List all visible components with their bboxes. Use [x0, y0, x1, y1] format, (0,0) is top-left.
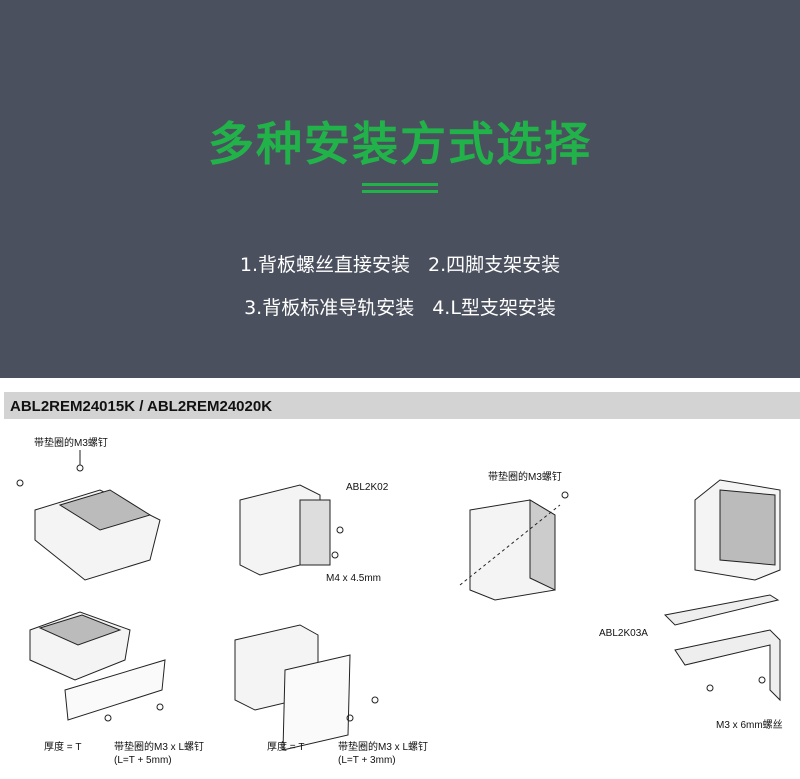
method-item: 4.L型支架安装	[432, 297, 556, 319]
diagram-back-plate-1	[29, 611, 166, 722]
diagram-back-plate-2	[234, 624, 379, 751]
section-header: ABL2REM24015K / ABL2REM24020K	[4, 392, 800, 419]
label-formula-2: (L=T + 3mm)	[338, 755, 396, 766]
method-item: 2.四脚支架安装	[428, 254, 561, 276]
label-screw-length-2: 带垫圈的M3 x L螺钉	[338, 742, 429, 753]
diagram-din-rail	[459, 491, 569, 601]
banner: 多种安装方式选择 1.背板螺丝直接安装 2.四脚支架安装 3.背板标准导轨安装 4.…	[0, 0, 800, 378]
diagram-four-foot	[239, 484, 344, 576]
label-thickness-1: 厚度 = T	[44, 742, 82, 753]
method-item: 3.背板标准导轨安装	[244, 297, 415, 319]
label-screw-length-1: 带垫圈的M3 x L螺钉	[114, 742, 205, 753]
method-item: 1.背板螺丝直接安装	[239, 254, 410, 276]
methods-row-1: 1.背板螺丝直接安装 2.四脚支架安装	[0, 250, 800, 277]
label-abl2k02: ABL2K02	[346, 482, 389, 493]
label-m4: M4 x 4.5mm	[326, 573, 382, 584]
diagram-back-screw	[16, 450, 161, 581]
methods-row-2: 3.背板标准导轨安装 4.L型支架安装	[0, 293, 800, 320]
banner-title: 多种安装方式选择	[208, 117, 592, 171]
diagram-l-bracket	[663, 479, 781, 702]
label-thickness-2: 厚度 = T	[267, 742, 305, 753]
label-formula-1: (L=T + 5mm)	[114, 755, 172, 766]
title-divider	[362, 190, 438, 193]
title-divider	[362, 183, 438, 186]
label-m3-6mm: M3 x 6mm螺丝	[716, 720, 783, 731]
label-abl2k03a: ABL2K03A	[599, 628, 648, 639]
label-m3-screw: 带垫圈的M3螺钉	[34, 438, 108, 449]
label-m3-screw-rail: 带垫圈的M3螺钉	[488, 472, 562, 483]
